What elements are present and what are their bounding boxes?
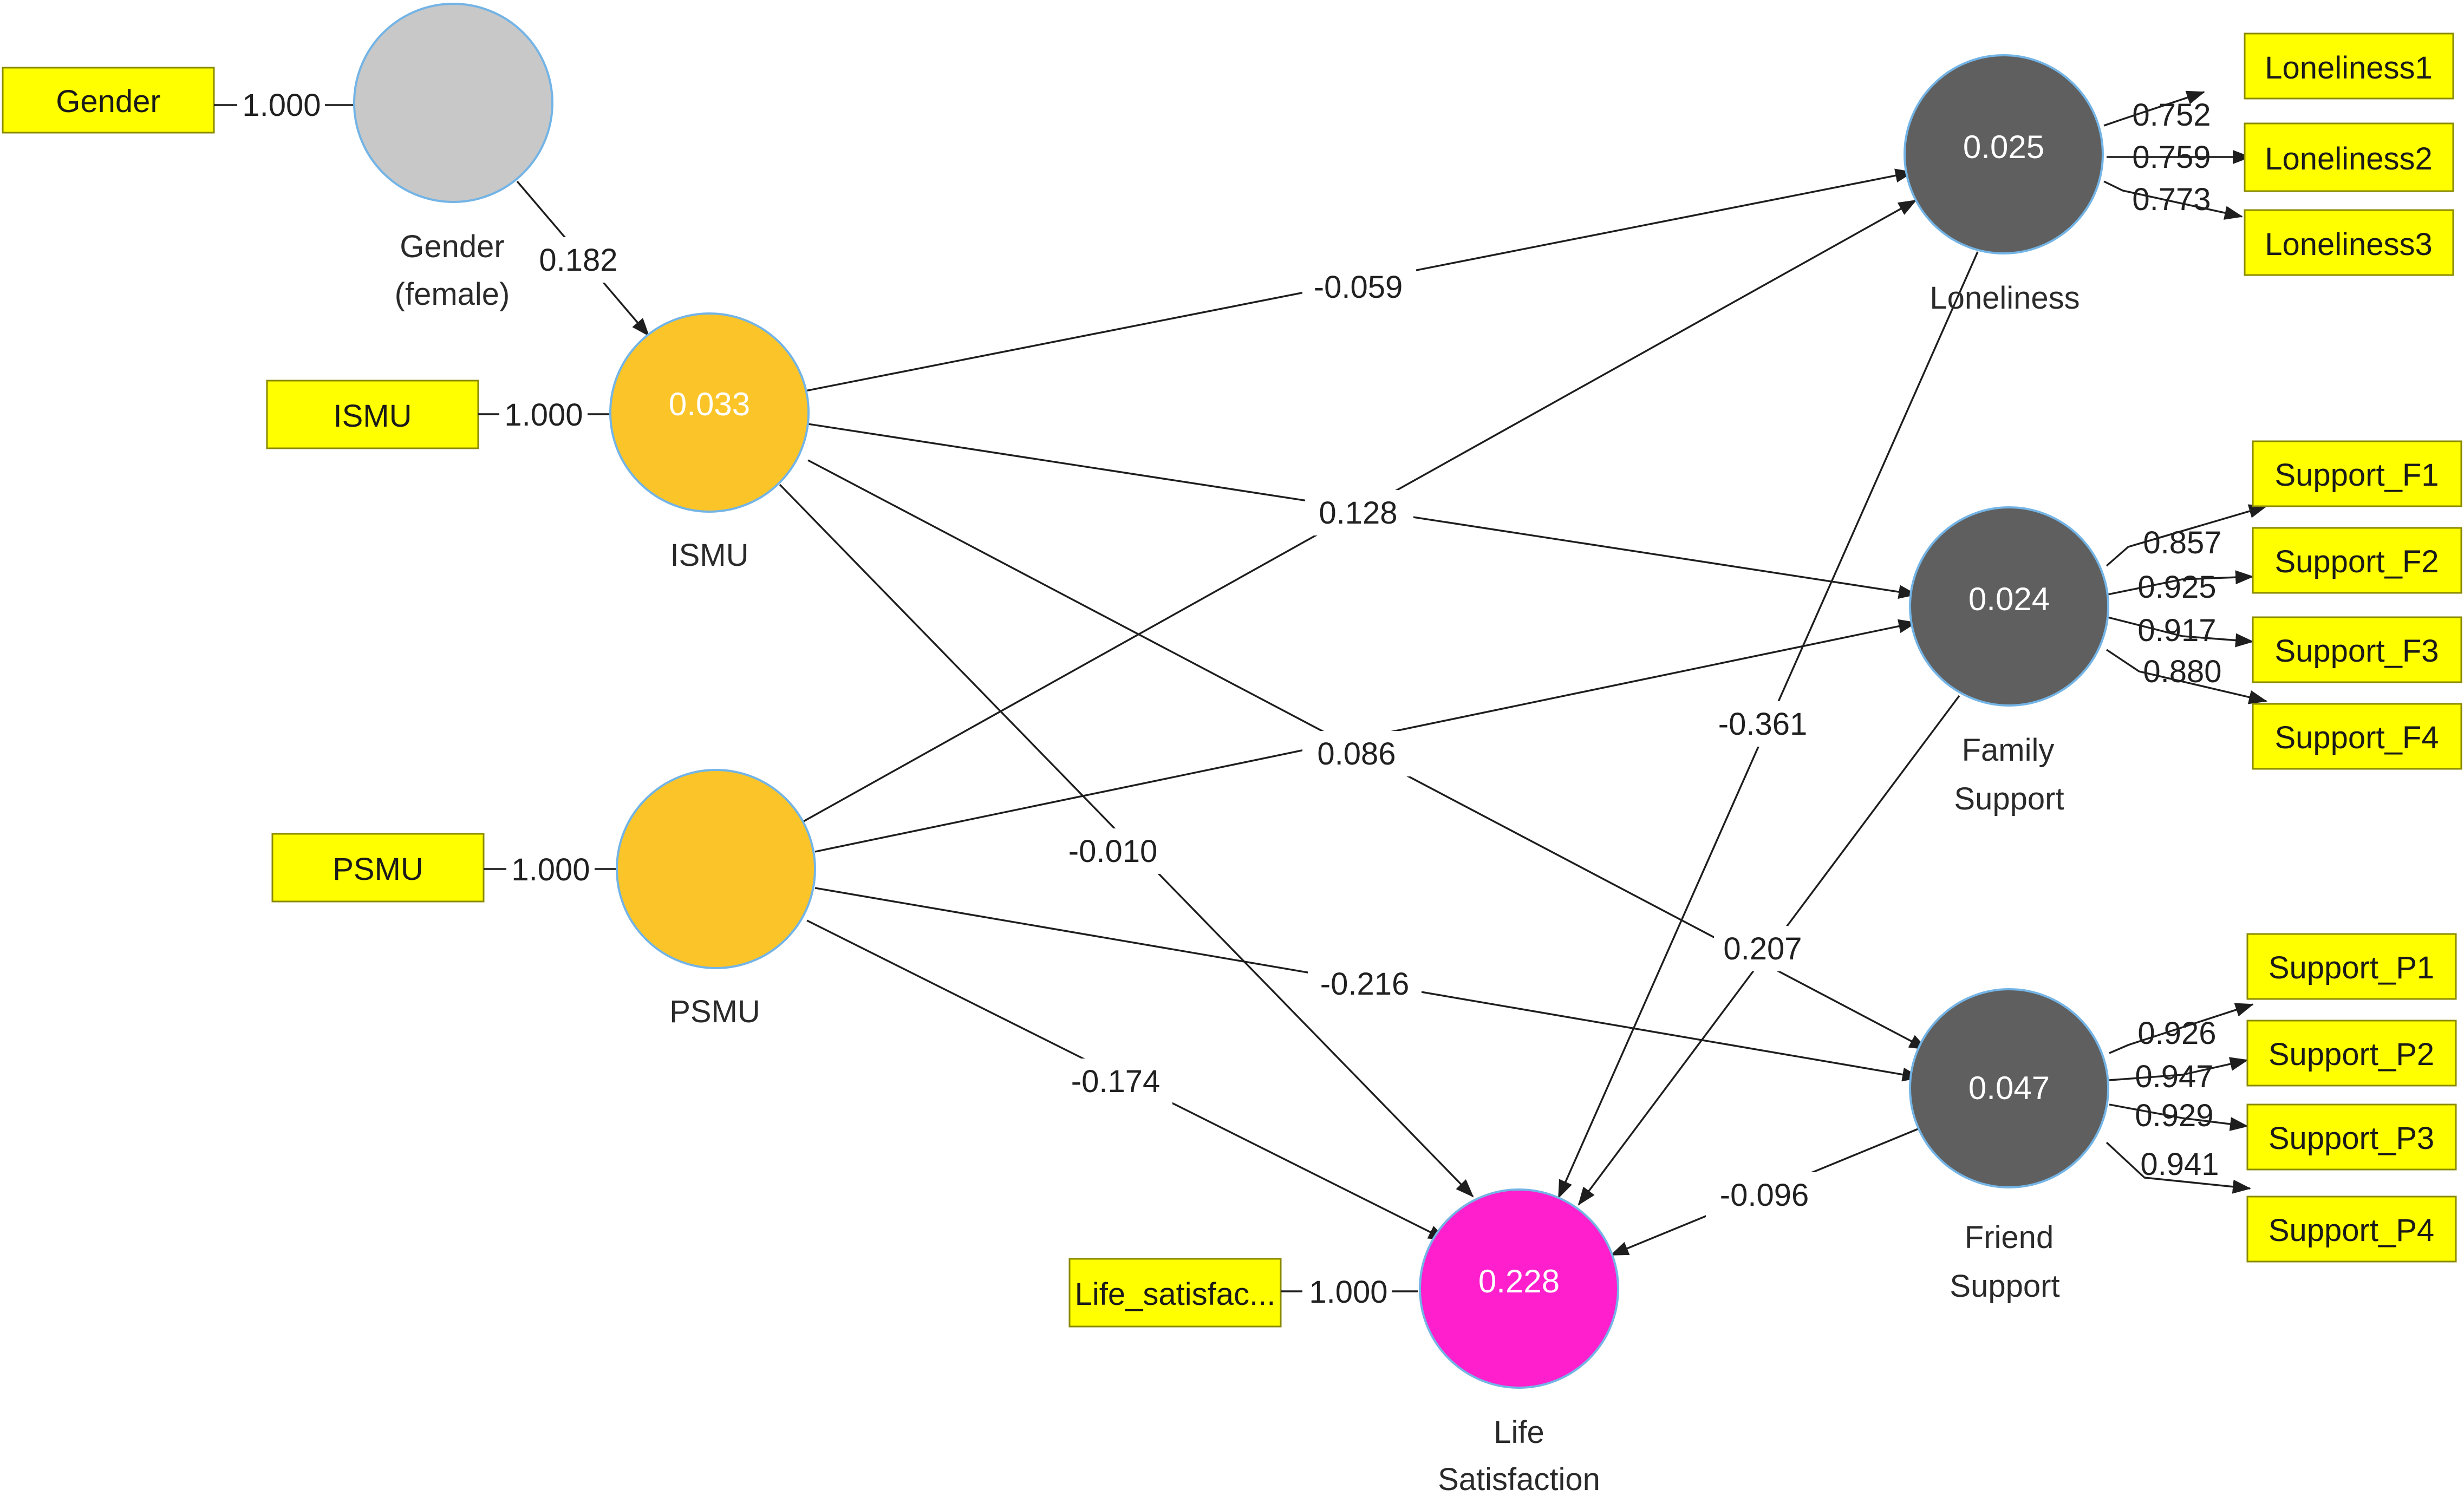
construct-life-satisfaction[interactable]: 0.228 Life Satisfaction — [1419, 1188, 1619, 1496]
coef-ismu-life: -0.010 — [1068, 834, 1157, 869]
construct-life-satisfaction-label-1: Life — [1494, 1415, 1544, 1450]
r2-ismu: 0.033 — [669, 386, 750, 422]
loading-support-f3: 0.917 — [2137, 613, 2216, 648]
loading-support-p2: 0.947 — [2135, 1059, 2213, 1094]
indicator-support-f1-label: Support_F1 — [2274, 458, 2439, 493]
indicator-support-f4[interactable]: Support_F4 — [2252, 703, 2462, 770]
indicator-support-f4-label: Support_F4 — [2274, 720, 2439, 755]
construct-ismu[interactable]: 0.033 ISMU — [609, 312, 810, 573]
loading-support-f2: 0.925 — [2137, 570, 2216, 605]
indicator-support-p2-label: Support_P2 — [2269, 1037, 2434, 1072]
indicator-life-satisfaction[interactable]: Life_satisfac... — [1068, 1258, 1282, 1328]
indicator-loneliness2[interactable]: Loneliness2 — [2244, 122, 2454, 192]
construct-family-support-label-2: Support — [1954, 781, 2064, 816]
construct-family-support[interactable]: 0.024 Family Support — [1909, 506, 2109, 816]
indicator-loneliness1[interactable]: Loneliness1 — [2244, 32, 2454, 100]
construct-ismu-label-1: ISMU — [670, 538, 749, 573]
construct-life-satisfaction-label-2: Satisfaction — [1438, 1462, 1600, 1496]
loading-gender: 1.000 — [242, 88, 321, 123]
loneliness-indicators: 0.752 0.759 0.773 Loneliness1 Loneliness… — [2103, 32, 2454, 276]
coef-psmu-life: -0.174 — [1071, 1064, 1160, 1099]
single-item-indicators: Gender 1.000 ISMU 1.000 PSMU 1.000 Life_… — [2, 67, 1418, 1328]
indicator-psmu[interactable]: PSMU — [271, 833, 485, 903]
loading-ismu: 1.000 — [504, 397, 583, 433]
coef-psmu-friend: -0.216 — [1320, 966, 1409, 1002]
coef-ismu-family: 0.086 — [1317, 736, 1396, 772]
loading-psmu: 1.000 — [511, 852, 590, 887]
indicator-loneliness3[interactable]: Loneliness3 — [2244, 209, 2454, 276]
construct-friend-support-label-1: Friend — [1965, 1220, 2054, 1255]
construct-gender-label-2: (female) — [395, 277, 510, 312]
indicator-support-p1[interactable]: Support_P1 — [2246, 933, 2457, 1000]
loading-support-p3: 0.929 — [2135, 1098, 2213, 1133]
construct-loneliness[interactable]: 0.025 Loneliness — [1904, 54, 2104, 316]
path-coefficients: 0.182 -0.059 0.128 0.086 0.207 -0.216 -0… — [530, 237, 1822, 1218]
r2-loneliness: 0.025 — [1963, 129, 2044, 165]
indicator-support-p3[interactable]: Support_P3 — [2246, 1103, 2457, 1171]
construct-gender-label-1: Gender — [400, 229, 504, 264]
construct-family-support-label-1: Family — [1962, 733, 2055, 768]
indicator-ismu[interactable]: ISMU — [266, 380, 479, 449]
indicator-support-f2-label: Support_F2 — [2274, 544, 2439, 579]
indicator-support-f3[interactable]: Support_F3 — [2252, 616, 2462, 683]
indicator-support-f3-label: Support_F3 — [2274, 633, 2439, 669]
loading-loneliness2: 0.759 — [2132, 140, 2211, 175]
coef-gender-ismu: 0.182 — [539, 243, 617, 278]
indicator-support-p3-label: Support_P3 — [2269, 1121, 2434, 1156]
indicator-support-p2[interactable]: Support_P2 — [2246, 1020, 2457, 1087]
coef-psmu-loneliness: 0.128 — [1319, 495, 1397, 531]
loading-support-p1: 0.926 — [2137, 1016, 2216, 1051]
indicator-psmu-label: PSMU — [333, 852, 423, 887]
construct-friend-support-label-2: Support — [1950, 1269, 2059, 1304]
indicator-ismu-label: ISMU — [334, 399, 412, 434]
r2-life-satisfaction: 0.228 — [1478, 1263, 1560, 1299]
loading-support-f1: 0.857 — [2143, 525, 2221, 560]
constructs: Gender (female) 0.033 ISMU PSMU 0.025 Lo… — [353, 3, 2109, 1496]
indicator-loneliness2-label: Loneliness2 — [2265, 141, 2433, 177]
indicator-life-satisfaction-label: Life_satisfac... — [1075, 1277, 1276, 1312]
indicator-support-p1-label: Support_P1 — [2269, 950, 2434, 985]
loading-loneliness3: 0.773 — [2132, 182, 2211, 217]
construct-psmu[interactable]: PSMU — [616, 769, 816, 1029]
indicator-loneliness1-label: Loneliness1 — [2265, 50, 2433, 86]
r2-family-support: 0.024 — [1968, 581, 2050, 617]
r2-friend-support: 0.047 — [1968, 1070, 2050, 1106]
loading-support-f4: 0.880 — [2143, 654, 2221, 689]
indicator-loneliness3-label: Loneliness3 — [2265, 227, 2433, 262]
construct-psmu-label-1: PSMU — [669, 994, 760, 1029]
loading-loneliness1: 0.752 — [2132, 97, 2211, 133]
friend-support-indicators: 0.926 0.947 0.929 0.941 Support_P1 Suppo… — [2106, 933, 2457, 1263]
construct-friend-support[interactable]: 0.047 Friend Support — [1909, 988, 2109, 1304]
coef-ismu-friend: 0.207 — [1723, 931, 1802, 966]
loading-life-satisfaction: 1.000 — [1309, 1275, 1387, 1310]
indicator-support-f1[interactable]: Support_F1 — [2252, 440, 2462, 507]
coef-friend-life: -0.096 — [1720, 1178, 1809, 1213]
coef-loneliness-life: -0.361 — [1718, 707, 1807, 742]
indicator-support-f2[interactable]: Support_F2 — [2252, 527, 2462, 594]
indicator-support-p4[interactable]: Support_P4 — [2246, 1196, 2457, 1263]
family-support-indicators: 0.857 0.925 0.917 0.880 Support_F1 Suppo… — [2106, 440, 2462, 770]
indicator-gender-label: Gender — [56, 84, 160, 119]
construct-gender[interactable]: Gender (female) — [353, 3, 553, 312]
construct-loneliness-label-1: Loneliness — [1930, 280, 2080, 316]
loading-support-p4: 0.941 — [2140, 1147, 2219, 1182]
coef-ismu-loneliness: -0.059 — [1314, 270, 1403, 305]
indicator-support-p4-label: Support_P4 — [2269, 1213, 2434, 1248]
indicator-gender[interactable]: Gender — [2, 67, 215, 134]
